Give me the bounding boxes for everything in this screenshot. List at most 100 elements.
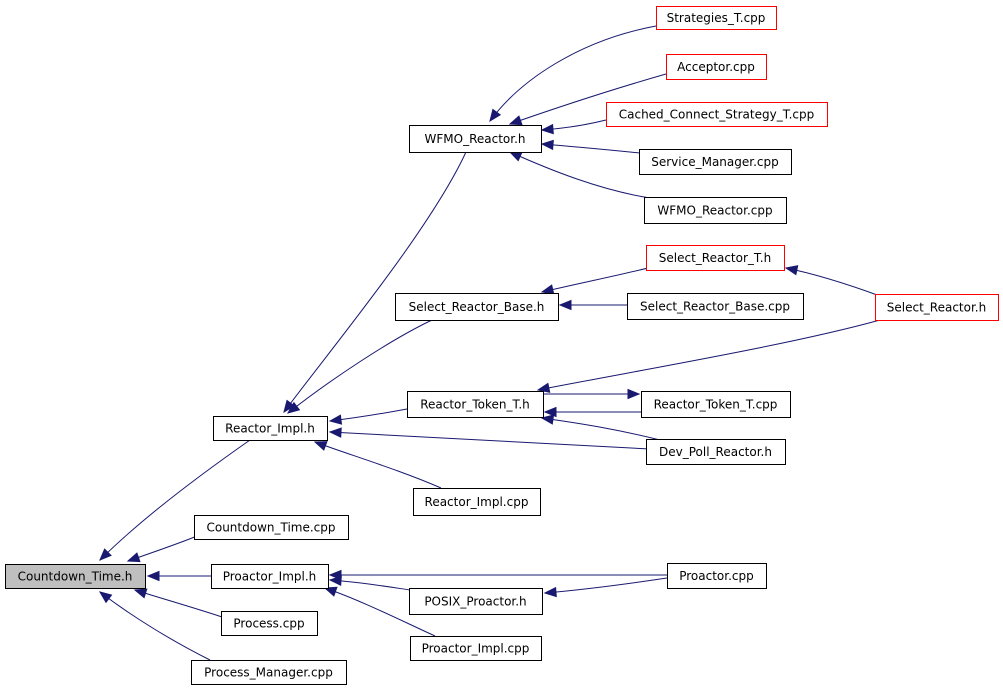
- edge-arrowhead: [328, 427, 342, 438]
- node-label: Reactor_Impl.cpp: [425, 495, 529, 509]
- node-label: Reactor_Token_T.cpp: [654, 398, 778, 412]
- edge-select_reactor_base_cpp-to-select_reactor_base_h: [558, 299, 627, 311]
- node-box: [211, 564, 329, 589]
- node-box: [407, 391, 544, 418]
- node-box: [213, 416, 328, 441]
- node-box: [667, 563, 767, 589]
- node-label: Proactor_Impl.cpp: [422, 642, 530, 656]
- node-select-reactor-base-h[interactable]: Select_Reactor_Base.h: [395, 293, 559, 321]
- edge-arrowhead: [146, 570, 160, 582]
- node-proactor-impl-h[interactable]: Proactor_Impl.h: [211, 564, 329, 589]
- edge-arrowhead: [489, 108, 502, 123]
- edge-arrowhead: [540, 123, 554, 135]
- edge-cached_connect_strategy_t_cpp-to-wfmo_reactor_h: [540, 119, 607, 135]
- edge-posix_proactor_h-to-proactor_impl_h: [328, 575, 411, 591]
- edge-reactor_token_t_cpp-to-reactor_token_t_h: [543, 406, 641, 418]
- node-box: [5, 564, 146, 589]
- edge-line: [541, 267, 649, 293]
- edge-arrowhead: [543, 586, 557, 598]
- node-select-reactor-t-h[interactable]: Select_Reactor_T.h: [646, 245, 785, 271]
- edge-arrowhead: [328, 414, 343, 425]
- edge-arrowhead: [540, 414, 555, 425]
- node-label: Acceptor.cpp: [677, 60, 755, 74]
- edge-line: [544, 577, 668, 594]
- edge-select_reactor_h-to-select_reactor_t_h: [784, 265, 881, 297]
- edge-countdown_time_cpp-to-countdown_time_h: [126, 535, 198, 563]
- edge-line: [99, 591, 211, 661]
- edge-arrowhead: [784, 265, 799, 276]
- edge-line: [134, 589, 223, 618]
- node-label: WFMO_Reactor.h: [425, 132, 526, 146]
- node-label: Reactor_Token_T.h: [420, 398, 530, 412]
- node-strategies-t-cpp[interactable]: Strategies_T.cpp: [656, 6, 777, 30]
- node-label: Select_Reactor_T.h: [659, 251, 771, 265]
- node-process-manager-cpp[interactable]: Process_Manager.cpp: [191, 660, 347, 685]
- node-proactor-impl-cpp[interactable]: Proactor_Impl.cpp: [410, 636, 542, 661]
- node-countdown-time-cpp[interactable]: Countdown_Time.cpp: [194, 515, 349, 540]
- node-dev-poll-reactor-h[interactable]: Dev_Poll_Reactor.h: [646, 439, 786, 465]
- edge-acceptor_cpp-to-wfmo_reactor_h: [508, 73, 667, 126]
- edge-arrowhead: [126, 552, 141, 563]
- edge-line: [329, 431, 651, 450]
- edge-line: [541, 143, 641, 154]
- node-wfmo-reactor-cpp[interactable]: WFMO_Reactor.cpp: [644, 197, 787, 224]
- node-label: Cached_Connect_Strategy_T.cpp: [619, 108, 815, 122]
- edge-service_manager_cpp-to-wfmo_reactor_h: [540, 139, 641, 154]
- node-label: Dev_Poll_Reactor.h: [659, 445, 772, 459]
- edge-arrowhead: [286, 401, 301, 414]
- node-box: [221, 611, 318, 636]
- node-reactor-impl-cpp[interactable]: Reactor_Impl.cpp: [413, 488, 541, 516]
- node-box: [410, 636, 542, 661]
- edge-arrowhead: [283, 399, 296, 414]
- edge-arrowhead: [98, 591, 113, 604]
- node-label: Reactor_Impl.h: [225, 422, 315, 436]
- edge-reactor_token_t_h-to-reactor_token_t_cpp: [543, 388, 641, 400]
- node-reactor-token-t-h[interactable]: Reactor_Token_T.h: [407, 391, 544, 418]
- edge-line: [537, 319, 881, 391]
- edge-line: [314, 441, 442, 489]
- node-select-reactor-base-cpp[interactable]: Select_Reactor_Base.cpp: [627, 293, 804, 320]
- node-box: [641, 391, 791, 418]
- node-acceptor-cpp[interactable]: Acceptor.cpp: [666, 54, 767, 80]
- edge-arrowhead: [558, 299, 572, 311]
- graph-edges: [98, 25, 881, 661]
- node-cached-connect-strategy-t-cpp[interactable]: Cached_Connect_Strategy_T.cpp: [606, 102, 828, 127]
- edge-reactor_impl_cpp-to-reactor_impl_h: [313, 441, 442, 489]
- node-service-manager-cpp[interactable]: Service_Manager.cpp: [639, 149, 792, 175]
- node-posix-proactor-h[interactable]: POSIX_Proactor.h: [409, 588, 543, 615]
- edge-strategies_t_cpp-to-wfmo_reactor_h: [489, 25, 657, 123]
- node-reactor-impl-h[interactable]: Reactor_Impl.h: [213, 416, 328, 441]
- edge-line: [489, 25, 657, 122]
- edge-line: [541, 417, 661, 441]
- node-box: [644, 197, 787, 224]
- node-label: Countdown_Time.h: [18, 570, 133, 584]
- edge-proactor_cpp-to-proactor_impl_h: [328, 569, 667, 581]
- edge-proactor_impl_cpp-to-proactor_impl_h: [323, 586, 436, 637]
- edge-process_manager_cpp-to-countdown_time_h: [98, 591, 211, 661]
- node-box: [191, 660, 347, 685]
- node-label: Select_Reactor_Base.cpp: [640, 300, 790, 314]
- edge-arrowhead: [540, 139, 554, 151]
- edge-line: [509, 73, 667, 125]
- edge-arrowhead: [323, 586, 338, 597]
- node-box: [413, 488, 541, 516]
- node-select-reactor-h[interactable]: Select_Reactor.h: [875, 294, 999, 321]
- node-box: [875, 294, 999, 321]
- edge-proactor_impl_h-to-countdown_time_h: [146, 570, 211, 582]
- edge-line: [329, 579, 411, 591]
- edge-reactor_impl_h-to-countdown_time_h: [99, 439, 251, 561]
- node-label: WFMO_Reactor.cpp: [657, 204, 772, 218]
- node-wfmo-reactor-h[interactable]: WFMO_Reactor.h: [409, 125, 542, 153]
- edge-dev_poll_reactor_h-to-reactor_token_t_h: [540, 414, 661, 441]
- edge-arrowhead: [540, 284, 555, 295]
- node-proactor-cpp[interactable]: Proactor.cpp: [667, 563, 767, 589]
- node-label: Select_Reactor.h: [887, 301, 986, 315]
- edge-arrowhead: [627, 388, 641, 400]
- edge-proactor_cpp-to-posix_proactor_h: [543, 577, 668, 598]
- node-reactor-token-t-cpp[interactable]: Reactor_Token_T.cpp: [641, 391, 791, 418]
- edge-arrowhead: [99, 548, 112, 561]
- node-countdown-time-h[interactable]: Countdown_Time.h: [5, 564, 146, 589]
- node-process-cpp[interactable]: Process.cpp: [221, 611, 318, 636]
- node-label: Select_Reactor_Base.h: [409, 300, 545, 314]
